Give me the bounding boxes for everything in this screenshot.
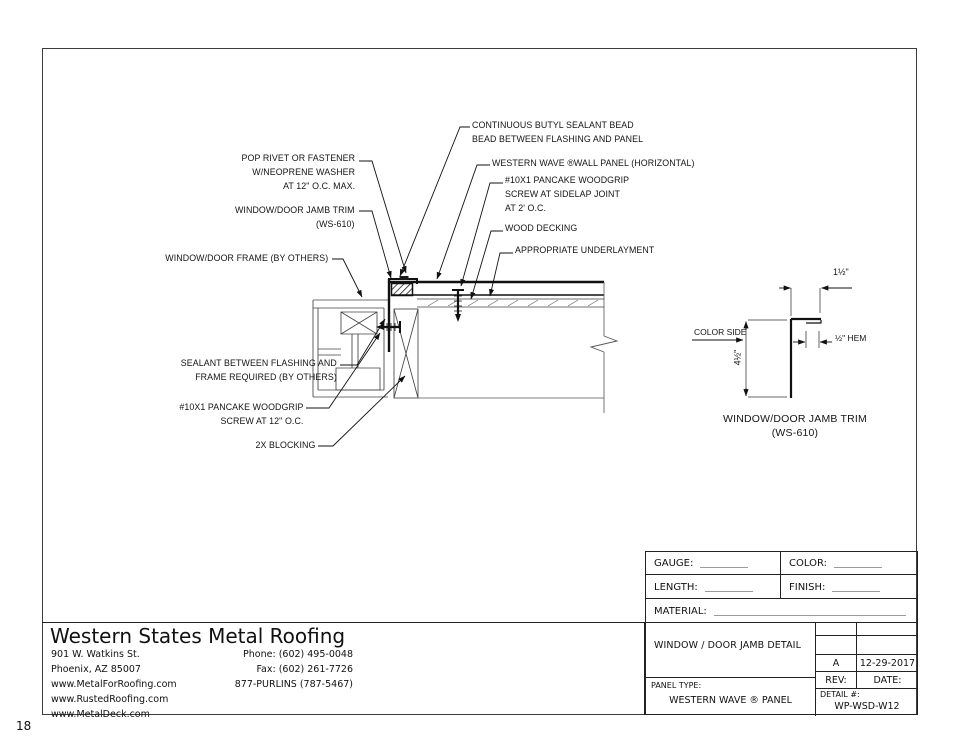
note-woodgrip-12: #10X1 PANCAKE WOODGRIP SCREW AT 12" O.C. bbox=[178, 402, 303, 427]
detail-number-label: DETAIL #: bbox=[820, 690, 860, 699]
length-blank bbox=[704, 581, 753, 592]
company-fax: Fax: (602) 261-7726 bbox=[256, 664, 353, 675]
company-block: Western States Metal Roofing 901 W. Watk… bbox=[42, 622, 645, 720]
drawing-title-cell: WINDOW / DOOR JAMB DETAIL bbox=[646, 623, 816, 678]
dim-hem-label: ½" HEM bbox=[835, 333, 867, 343]
note-butyl: CONTINUOUS BUTYL SEALANT BEAD BEAD BETWE… bbox=[472, 120, 644, 145]
sheet-border bbox=[42, 48, 917, 715]
detail-number-value: WP-WSD-W12 bbox=[834, 701, 900, 712]
material-label: MATERIAL: bbox=[654, 605, 707, 617]
note-sealant: SEALANT BETWEEN FLASHING AND FRAME REQUI… bbox=[180, 358, 337, 383]
note-decking: WOOD DECKING bbox=[505, 223, 578, 234]
page-number: 18 bbox=[16, 719, 32, 733]
drawing-title: WINDOW / DOOR JAMB DETAIL bbox=[654, 640, 801, 651]
company-website: www.MetalDeck.com bbox=[51, 709, 150, 720]
color-cell: COLOR: bbox=[781, 552, 918, 575]
detail-number-cell: DETAIL #: WP-WSD-W12 bbox=[816, 689, 918, 716]
material-cell: MATERIAL: bbox=[646, 599, 918, 623]
length-label: LENGTH: bbox=[654, 581, 698, 593]
note-pop-rivet: POP RIVET OR FASTENER W/NEOPRENE WASHER … bbox=[241, 153, 355, 192]
note-sidelap-screw: #10X1 PANCAKE WOODGRIP SCREW AT SIDELAP … bbox=[505, 175, 630, 214]
panel-type-label: PANEL TYPE: bbox=[651, 681, 702, 690]
color-side-label: COLOR SIDE bbox=[694, 327, 747, 337]
note-underlayment: APPROPRIATE UNDERLAYMENT bbox=[515, 245, 655, 256]
company-contacts: Phone: (602) 495-0048 Fax: (602) 261-772… bbox=[235, 647, 353, 692]
rev-row-empty-2 bbox=[816, 636, 918, 655]
dim-top-label: 1½" bbox=[833, 267, 849, 277]
date-value: 12-29-2017 bbox=[859, 657, 916, 669]
note-panel: WESTERN WAVE ®WALL PANEL (HORIZONTAL) bbox=[492, 158, 695, 169]
gauge-blank bbox=[700, 557, 749, 568]
panel-type-cell: PANEL TYPE: WESTERN WAVE ® PANEL bbox=[646, 678, 816, 716]
company-address-line: 901 W. Watkins St. bbox=[51, 649, 140, 660]
gauge-cell: GAUGE: bbox=[646, 552, 781, 575]
company-website: www.MetalForRoofing.com bbox=[51, 679, 177, 690]
date-label: DATE: bbox=[873, 674, 902, 686]
finish-blank bbox=[832, 581, 881, 592]
title-block: GAUGE: COLOR: LENGTH: FINISH: MATERIAL: … bbox=[645, 551, 918, 716]
rev-row-empty-1 bbox=[816, 623, 918, 636]
company-phone: Phone: (602) 495-0048 bbox=[243, 649, 353, 660]
company-address: 901 W. Watkins St. Phoenix, AZ 85007 www… bbox=[51, 647, 177, 722]
rev-value: A bbox=[832, 657, 840, 669]
note-jamb-trim: WINDOW/DOOR JAMB TRIM (WS-610) bbox=[235, 205, 355, 230]
dim-face-label: 4½" bbox=[732, 349, 743, 366]
gauge-label: GAUGE: bbox=[654, 558, 694, 569]
company-website: www.RustedRoofing.com bbox=[51, 694, 169, 705]
company-address-line: Phoenix, AZ 85007 bbox=[51, 664, 141, 675]
rev-label: REV: bbox=[825, 674, 847, 686]
company-tollfree: 877-PURLINS (787-5467) bbox=[234, 679, 353, 690]
material-blank bbox=[713, 605, 906, 616]
rev-row-a: A 12-29-2017 bbox=[816, 655, 918, 672]
panel-type-value: WESTERN WAVE ® PANEL bbox=[669, 695, 792, 706]
profile-caption: WINDOW/DOOR JAMB TRIM (WS-610) bbox=[723, 413, 867, 439]
finish-label: FINISH: bbox=[789, 581, 826, 593]
length-cell: LENGTH: bbox=[646, 575, 781, 599]
note-frame: WINDOW/DOOR FRAME (BY OTHERS) bbox=[164, 253, 328, 264]
color-blank bbox=[833, 557, 882, 568]
rev-header-row: REV: DATE: bbox=[816, 672, 918, 689]
color-label: COLOR: bbox=[789, 558, 827, 569]
company-name: Western States Metal Roofing bbox=[50, 624, 346, 648]
note-blocking: 2X BLOCKING bbox=[255, 440, 315, 451]
finish-cell: FINISH: bbox=[781, 575, 918, 599]
